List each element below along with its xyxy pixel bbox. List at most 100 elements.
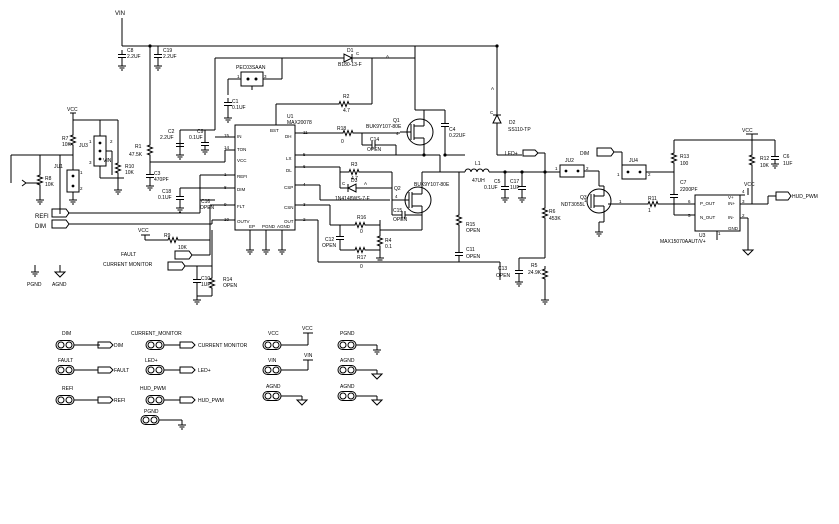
vcc-u3: VCC: [742, 182, 755, 256]
test-point-refi[interactable]: REFI REFI: [55, 386, 125, 405]
svg-text:PGND: PGND: [27, 282, 42, 288]
svg-text:1: 1: [619, 199, 622, 204]
c4: C40.22UF: [424, 109, 465, 155]
test-point-fault[interactable]: FAULT FAULT: [55, 358, 129, 375]
vcc-top-right: VCC: [742, 128, 775, 141]
svg-text:1: 1: [718, 231, 721, 236]
svg-text:DIM: DIM: [35, 224, 46, 230]
r3: R34.7: [339, 162, 392, 182]
ju4: JU4 1 2: [617, 158, 674, 180]
test-point-vin[interactable]: VIN VIN: [262, 353, 313, 375]
svg-text:C6: C6: [783, 154, 790, 160]
svg-text:0.22UF: 0.22UF: [449, 133, 465, 139]
svg-text:R16: R16: [357, 215, 366, 221]
svg-text:VCC: VCC: [237, 158, 247, 163]
svg-text:100: 100: [680, 161, 689, 167]
svg-text:3: 3: [742, 199, 745, 204]
svg-text:4: 4: [742, 189, 745, 194]
svg-text:MAX20078: MAX20078: [287, 120, 312, 126]
svg-text:2: 2: [586, 166, 589, 171]
svg-text:OPEN: OPEN: [466, 228, 481, 234]
svg-text:4.7: 4.7: [351, 176, 358, 182]
c8: C82.2UF: [117, 48, 141, 71]
svg-text:OPEN: OPEN: [466, 254, 481, 260]
svg-text:2.2UF: 2.2UF: [160, 135, 174, 141]
svg-text:470PF: 470PF: [154, 177, 169, 183]
test-point-pgnd-1[interactable]: PGND: [337, 331, 382, 355]
svg-text:AGND: AGND: [277, 224, 291, 229]
svg-text:D1: D1: [347, 48, 354, 54]
svg-text:R14: R14: [223, 277, 232, 283]
svg-text:GND: GND: [728, 226, 739, 231]
svg-text:47.5K: 47.5K: [129, 152, 143, 158]
led-plus-flag: LED+: [505, 149, 546, 172]
svg-text:0: 0: [341, 139, 344, 145]
ju3: JU3 1 2 3 VIN: [79, 120, 124, 179]
ju1: JU1 12: [54, 164, 83, 205]
test-point-vcc[interactable]: VCC VCC: [262, 326, 313, 350]
svg-text:1: 1: [80, 170, 83, 175]
svg-text:C: C: [490, 110, 494, 115]
dim-flag: DIM: [35, 219, 213, 230]
c9: C90.1UF: [189, 129, 210, 155]
svg-text:VCC: VCC: [742, 128, 753, 134]
svg-text:IN-: IN-: [728, 215, 735, 220]
svg-text:D2: D2: [509, 120, 516, 126]
svg-text:C15: C15: [393, 208, 402, 214]
svg-text:N_OUT: N_OUT: [700, 215, 716, 220]
svg-text:0.1UF: 0.1UF: [189, 135, 203, 141]
svg-text:OPEN: OPEN: [223, 283, 238, 289]
svg-text:VCC: VCC: [138, 228, 149, 234]
svg-text:REFI: REFI: [35, 214, 49, 220]
svg-text:0.1UF: 0.1UF: [232, 105, 246, 111]
svg-text:0: 0: [360, 229, 363, 235]
test-point-agnd-3[interactable]: AGND: [337, 384, 383, 406]
svg-text:5: 5: [688, 213, 691, 218]
svg-text:1UF: 1UF: [510, 185, 519, 191]
svg-text:10K: 10K: [178, 245, 188, 251]
test-point-agnd-2[interactable]: AGND: [262, 384, 308, 406]
svg-text:P_OUT: P_OUT: [700, 201, 715, 206]
svg-text:PEC03SAAN: PEC03SAAN: [236, 65, 266, 71]
test-point-current-monitor[interactable]: CURRENT_MONITOR CURRENT MONITOR: [131, 331, 248, 350]
svg-text:CURRENT MONITOR: CURRENT MONITOR: [198, 343, 248, 349]
svg-text:LED+: LED+: [145, 358, 158, 364]
svg-text:OPEN: OPEN: [200, 205, 215, 211]
svg-text:AGND: AGND: [340, 358, 355, 364]
svg-text:C19: C19: [163, 48, 172, 54]
test-point-hud-pwm[interactable]: HUD_PWM HUD_PWM: [140, 386, 224, 405]
svg-text:R11: R11: [648, 196, 657, 202]
svg-text:LED+: LED+: [198, 368, 211, 374]
svg-text:2200PF: 2200PF: [680, 187, 698, 193]
svg-text:1: 1: [237, 74, 240, 79]
svg-text:B180-13-F: B180-13-F: [338, 62, 362, 68]
current-monitor-flag: CURRENT MONITOR: [103, 230, 213, 271]
test-point-agnd-1[interactable]: AGND: [337, 358, 383, 380]
test-point-led-plus[interactable]: LED+ LED+: [145, 358, 211, 375]
svg-text:C3: C3: [154, 171, 161, 177]
svg-text:U1: U1: [287, 114, 294, 120]
svg-text:R6: R6: [549, 209, 556, 215]
test-point-dim[interactable]: DIM DIM: [55, 331, 123, 350]
svg-text:1: 1: [617, 172, 620, 177]
svg-text:JU4: JU4: [629, 158, 638, 164]
svg-text:U3: U3: [699, 233, 706, 239]
svg-text:DIM: DIM: [237, 187, 246, 192]
test-point-pgnd-2[interactable]: PGND: [140, 409, 187, 430]
svg-text:R13: R13: [680, 154, 689, 160]
svg-text:DH: DH: [285, 134, 292, 139]
svg-text:AGND: AGND: [266, 384, 281, 390]
